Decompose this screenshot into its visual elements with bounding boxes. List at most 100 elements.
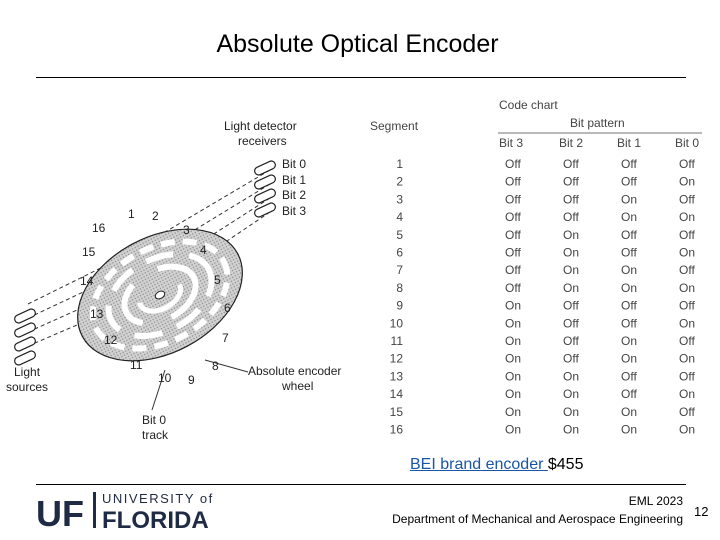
segment-number: 5 [396, 228, 403, 242]
uf-logo: UF UNIVERSITY of FLORIDA [36, 491, 214, 534]
bit-value: Off [563, 299, 579, 313]
bit-value: Off [621, 316, 637, 330]
bit-value: Off [621, 157, 637, 171]
segment-number: 9 [396, 299, 403, 313]
bit-value: On [621, 192, 637, 206]
bit-value: Off [679, 157, 695, 171]
bit-value: Off [679, 405, 695, 419]
segment-number: 2 [396, 175, 403, 189]
bit-value: Off [621, 228, 637, 242]
detector-label-line2: receivers [238, 134, 287, 148]
segment-number: 7 [396, 263, 403, 277]
bit-value: On [679, 352, 695, 366]
encoder-wheel [77, 228, 243, 362]
bit-value: Off [505, 192, 521, 206]
bit-value: Off [563, 192, 579, 206]
bit-value: On [505, 387, 521, 401]
bit-value: On [505, 299, 521, 313]
bit-value: Off [679, 334, 695, 348]
wheel-segment-label: 9 [188, 373, 195, 387]
code-chart: Code chart Segment Bit pattern Bit 3 Bit… [370, 98, 702, 437]
footer-department: Department of Mechanical and Aerospace E… [392, 512, 683, 526]
uf-logo-florida: FLORIDA [102, 507, 209, 534]
bit-value: Off [505, 228, 521, 242]
wheel-segment-label: 4 [200, 243, 207, 257]
bit-value: On [563, 387, 579, 401]
sources-label-line2: sources [6, 380, 48, 394]
bit-value: On [505, 316, 521, 330]
footer-course: EML 2023 [628, 494, 683, 508]
bit-value: On [621, 405, 637, 419]
wheel-segment-label: 14 [80, 274, 94, 288]
bit-value: Off [621, 299, 637, 313]
segment-number: 10 [390, 316, 404, 330]
column-bit-3: Bit 3 [499, 136, 523, 150]
bit-value: On [679, 210, 695, 224]
bit-value: On [505, 405, 521, 419]
detector-bit-1: Bit 1 [282, 173, 306, 187]
bit-value: Off [679, 263, 695, 277]
wheel-segment-label: 15 [82, 245, 96, 259]
bit-value: On [679, 246, 695, 260]
bei-encoder-link[interactable]: BEI brand encoder [410, 456, 548, 473]
code-chart-row: 15 On On On Off [390, 405, 696, 419]
bit-value: On [563, 263, 579, 277]
segment-number: 15 [390, 405, 404, 419]
wheel-segment-label: 1 [128, 207, 135, 221]
segment-number: 16 [390, 423, 404, 437]
bit-value: On [563, 423, 579, 437]
bit-value: On [563, 246, 579, 260]
wheel-segment-label: 11 [130, 358, 143, 372]
segment-number: 3 [396, 192, 403, 206]
wheel-label-line2: wheel [281, 379, 313, 393]
encoder-figure: Light detector receivers Bit 0 Bit 1 Bit… [6, 98, 702, 442]
wheel-segment-label: 6 [224, 301, 231, 315]
bit-value: On [621, 334, 637, 348]
uf-logo-university: UNIVERSITY of [102, 491, 214, 506]
segment-number: 1 [396, 157, 403, 171]
bit-value: Off [563, 157, 579, 171]
bit-value: Off [563, 316, 579, 330]
bit-pattern-header: Bit pattern [570, 116, 625, 130]
bit-value: On [563, 405, 579, 419]
bit-value: On [621, 210, 637, 224]
wheel-label-line1: Absolute encoder [248, 364, 341, 378]
bit-value: On [679, 281, 695, 295]
bit-value: Off [505, 246, 521, 260]
detector-receivers [254, 160, 276, 218]
detector-bit-3: Bit 3 [282, 204, 306, 218]
bit-value: Off [621, 175, 637, 189]
segment-number: 4 [396, 210, 403, 224]
page-number: 12 [694, 504, 709, 519]
bit-value: Off [505, 210, 521, 224]
column-bit-0: Bit 0 [675, 136, 699, 150]
bit-value: Off [621, 387, 637, 401]
code-chart-row: 9 On Off Off Off [396, 299, 695, 313]
track-label-line1: Bit 0 [142, 413, 166, 427]
bit-value: Off [621, 369, 637, 383]
code-chart-row: 1 Off Off Off Off [396, 157, 695, 171]
bit-value: Off [505, 263, 521, 277]
bit-value: Off [505, 175, 521, 189]
bit-value: On [505, 334, 521, 348]
encoder-price: $455 [547, 456, 584, 473]
wheel-segment-label: 13 [90, 307, 104, 321]
code-chart-row: 3 Off Off On Off [396, 192, 695, 206]
column-bit-1: Bit 1 [617, 136, 641, 150]
wheel-segment-label: 3 [183, 223, 190, 237]
sources-label-line1: Light [14, 365, 41, 379]
segment-number: 6 [396, 246, 403, 260]
wheel-segment-label: 2 [152, 209, 159, 223]
bit-value: Off [563, 175, 579, 189]
bit-value: Off [679, 299, 695, 313]
bit-value: Off [679, 192, 695, 206]
bit-value: Off [505, 157, 521, 171]
slide-title: Absolute Optical Encoder [216, 30, 499, 58]
bit-value: On [505, 369, 521, 383]
